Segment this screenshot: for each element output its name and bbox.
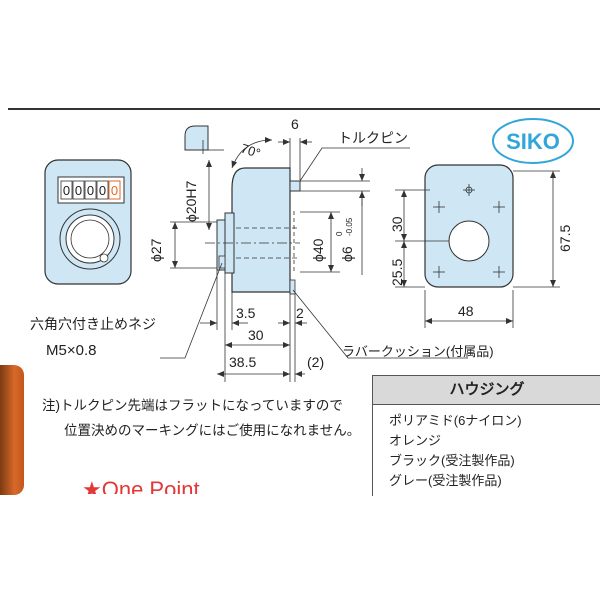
dim-48: 48	[458, 303, 474, 319]
rear-view-labels: 30 25.5 67.5 48 ラバークッション(付属品)	[342, 216, 573, 359]
side-view-labels: 70° 6 トルクピン ϕ20H7 ϕ27 ϕ40 ϕ6 0 -0.05 3.5…	[148, 116, 408, 370]
dim-2: 2	[296, 305, 304, 321]
phi6-tol-lower: -0.05	[345, 217, 354, 236]
phi6-tol-upper: 0	[335, 231, 344, 236]
phi27-label: ϕ27	[148, 238, 164, 262]
housing-list: ポリアミド(6ナイロン) オレンジ ブラック(受注製作品) グレー(受注製作品)	[373, 405, 600, 491]
dim-67-5: 67.5	[557, 225, 573, 252]
phi40-label: ϕ40	[310, 238, 326, 262]
dim-6-top: 6	[291, 116, 299, 132]
front-view-left: 0 0 0 0 0	[44, 159, 132, 285]
counter-digit: 0	[75, 183, 82, 198]
dim-25-5: 25.5	[389, 259, 405, 286]
rubber-cushion-label: ラバークッション(付属品)	[342, 344, 494, 359]
housing-item: ポリアミド(6ナイロン)	[389, 413, 522, 428]
rear-view-right	[424, 164, 514, 288]
counter-digit: 0	[63, 183, 70, 198]
angle-label: 70°	[239, 141, 262, 161]
set-screw-line1: 六角穴付き止めネジ	[30, 316, 156, 332]
counter-window: 0 0 0 0 0	[60, 180, 121, 200]
side-view	[184, 125, 301, 295]
housing-item: グレー(受注製作品)	[389, 473, 502, 488]
side-view-dimensions	[160, 137, 468, 382]
dim-30-v: 30	[389, 216, 405, 232]
housing-title: ハウジング	[373, 376, 600, 405]
housing-item: オレンジ	[389, 433, 442, 448]
rear-view-dimensions	[395, 170, 560, 328]
counter-digit: 0	[87, 183, 94, 198]
product-photo-edge	[0, 365, 24, 495]
one-point-heading: ★One Point	[82, 477, 200, 494]
housing-item: ブラック(受注製作品)	[389, 453, 515, 468]
phi20h7-label: ϕ20H7	[183, 180, 199, 222]
logo-text: SIKO	[506, 129, 560, 154]
set-screw-label: 六角穴付き止めネジ M5×0.8	[30, 316, 156, 359]
note-line-2: 位置決めのマーキングにはご使用になれません。	[64, 423, 361, 438]
dim-3-5: 3.5	[236, 305, 256, 321]
dim-30: 30	[248, 327, 264, 343]
dim-2-paren: (2)	[307, 354, 324, 370]
dim-38-5: 38.5	[229, 354, 256, 370]
phi6-label: ϕ6	[339, 246, 355, 262]
counter-digit: 0	[111, 183, 118, 198]
set-screw-line2: M5×0.8	[46, 342, 96, 359]
counter-digit: 0	[99, 183, 106, 198]
note-line-1: 注)トルクピン先端はフラットになっていますので	[42, 398, 343, 413]
housing-table: ハウジング ポリアミド(6ナイロン) オレンジ ブラック(受注製作品) グレー(…	[372, 375, 600, 496]
torque-pin-label: トルクピン	[338, 130, 408, 146]
siko-logo: SIKO	[492, 118, 574, 164]
